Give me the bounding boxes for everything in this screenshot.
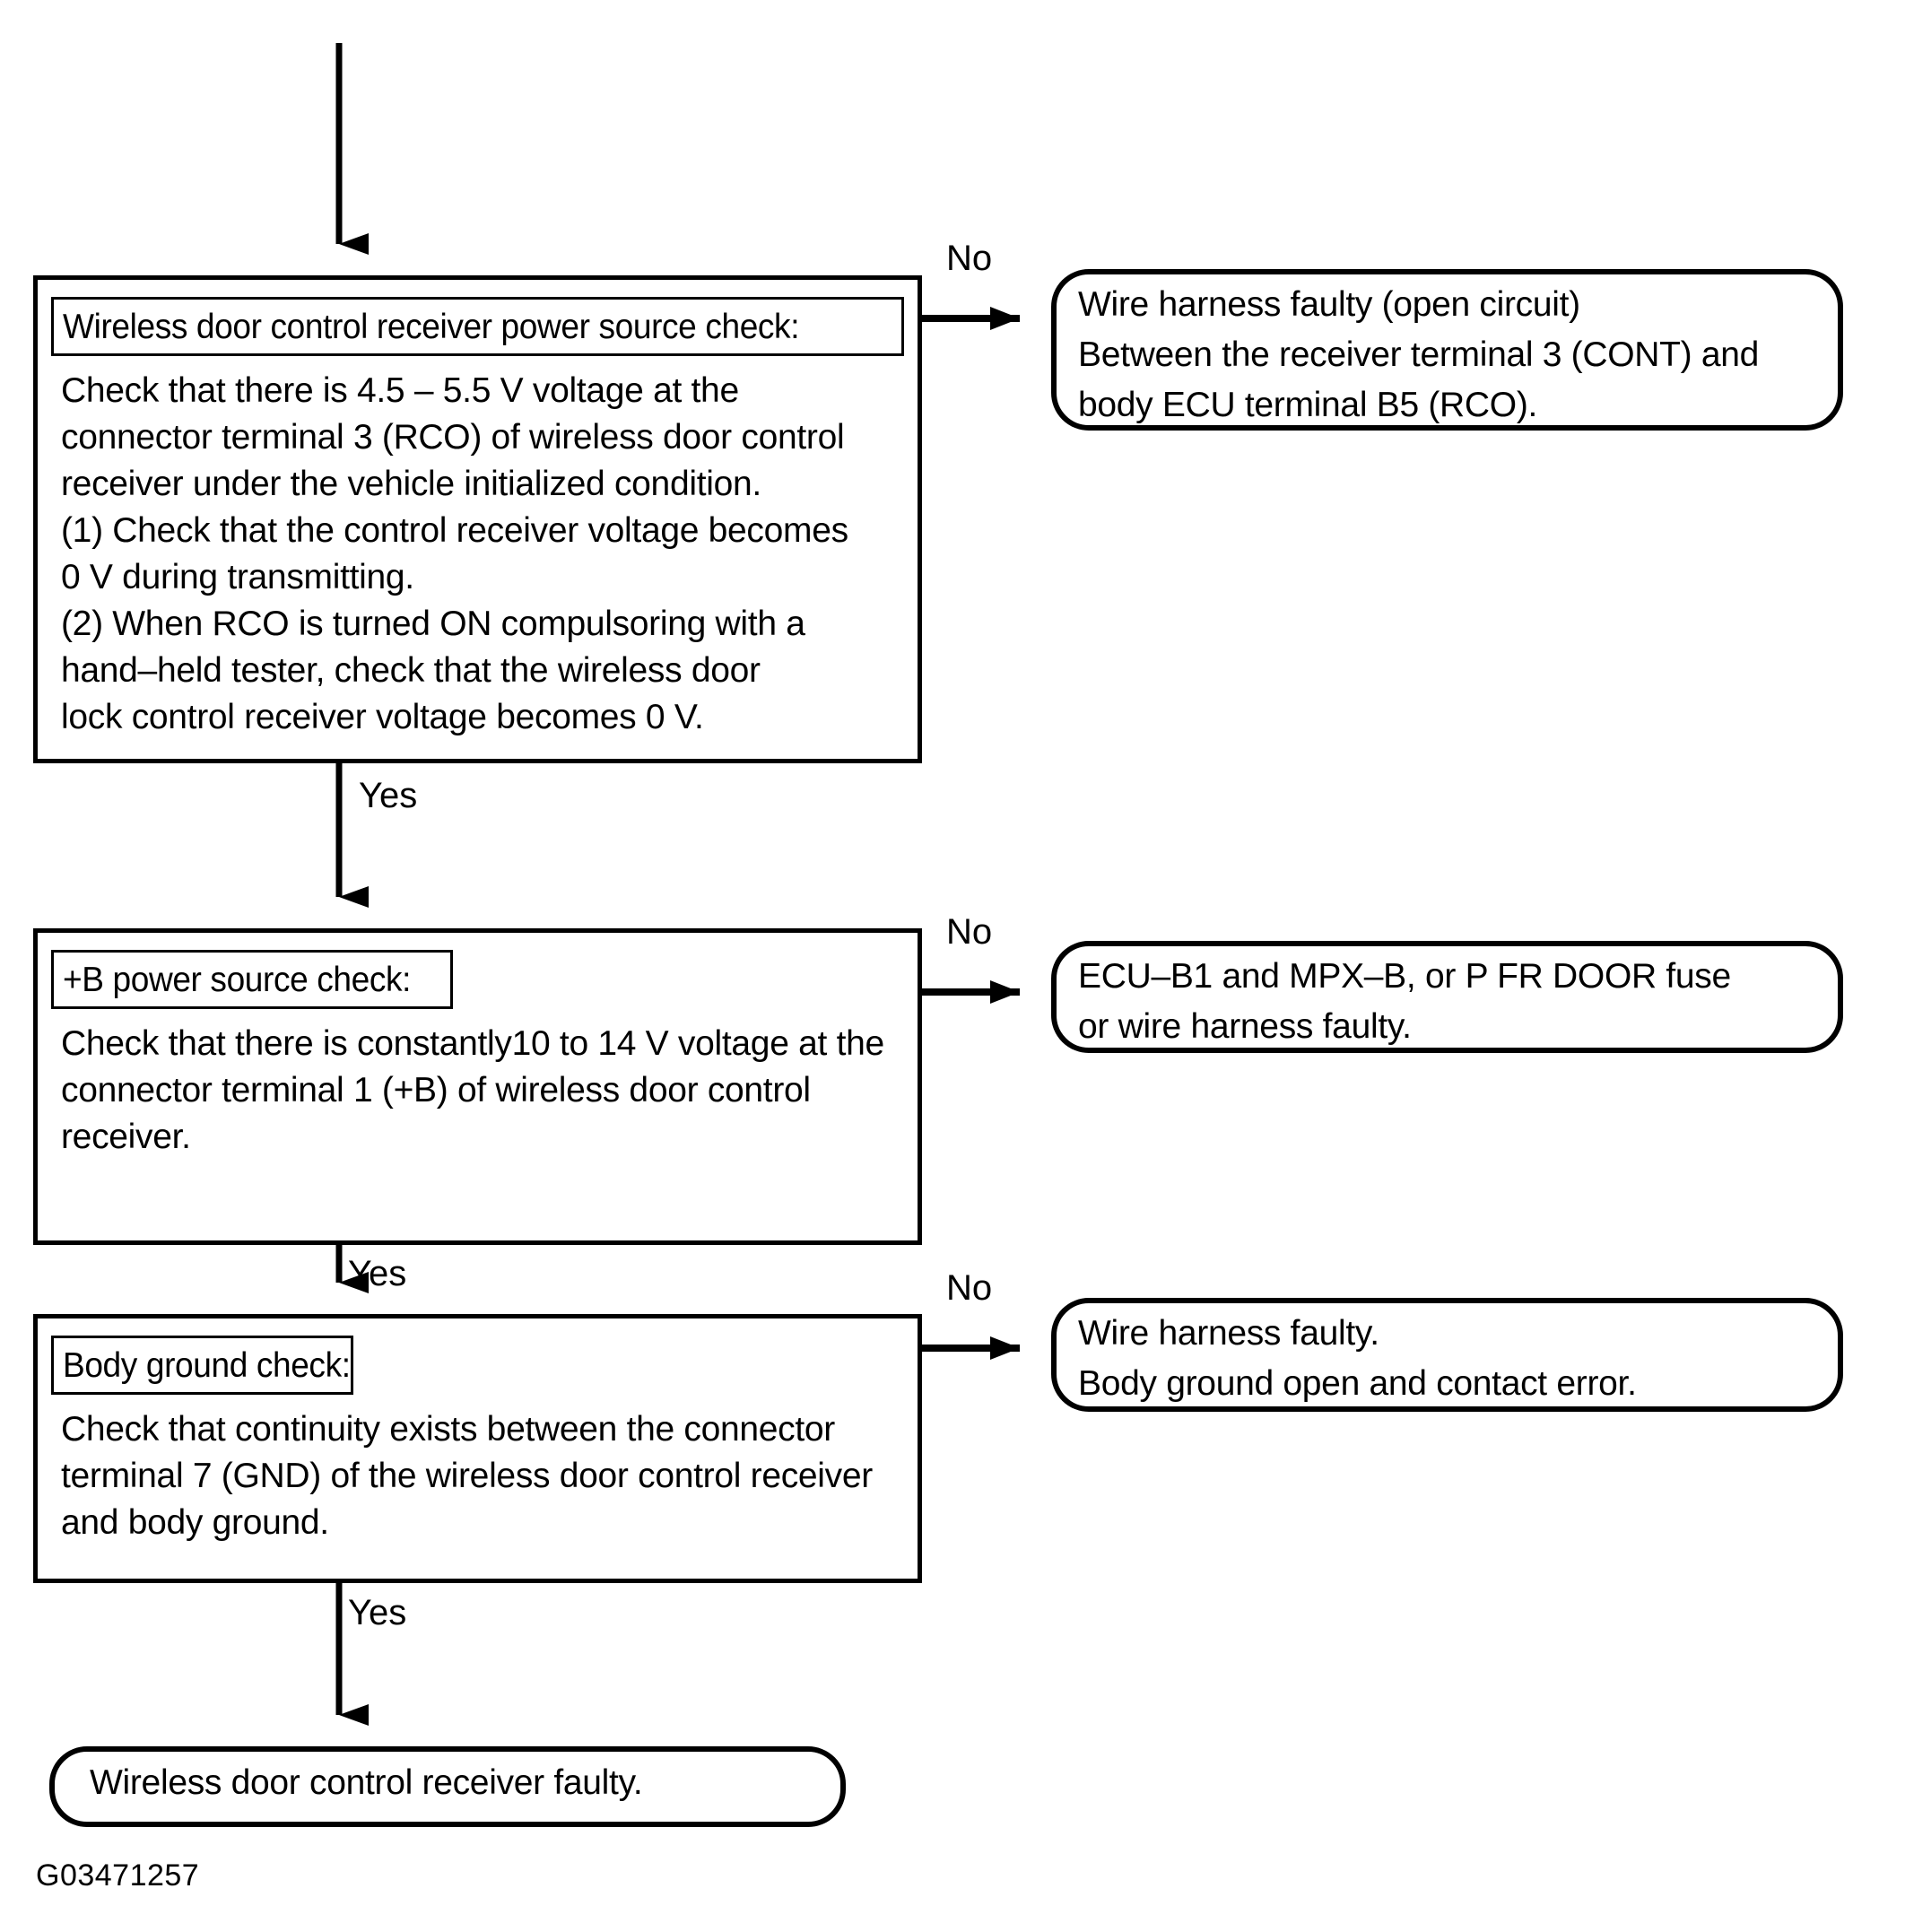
check-title-power-source: Wireless door control receiver power sou…	[51, 297, 904, 356]
figure-id-code: G03471257	[36, 1858, 200, 1893]
check-title-label-power-source: Wireless door control receiver power sou…	[63, 307, 800, 346]
result-text-step1-no: Wire harness faulty (open circuit) Betwe…	[1078, 285, 1760, 424]
branch-label-no-step1: No	[946, 239, 993, 278]
check-box-power-source[interactable]	[33, 275, 922, 763]
result-box-step3-no[interactable]	[1051, 1298, 1843, 1412]
branch-label-yes-step3: Yes	[348, 1593, 407, 1632]
result-box-step2-no[interactable]	[1051, 941, 1843, 1053]
result-text-step2-no: ECU–B1 and MPX–B, or P FR DOOR fuse or w…	[1078, 957, 1731, 1046]
branch-label-no-step2: No	[946, 912, 993, 952]
check-body-power-source: Check that there is 4.5 – 5.5 V voltage …	[61, 371, 848, 736]
result-box-final[interactable]	[49, 1746, 846, 1827]
branch-label-no-step3: No	[946, 1268, 993, 1308]
result-box-step1-no[interactable]	[1051, 269, 1843, 431]
branch-label-yes-step1: Yes	[359, 776, 418, 815]
check-title-label-b-power-source: +B power source check:	[63, 960, 412, 999]
result-text-step3-no: Wire harness faulty. Body ground open an…	[1078, 1314, 1637, 1403]
check-title-body-ground: Body ground check:	[51, 1336, 353, 1395]
check-title-b-power-source: +B power source check:	[51, 950, 453, 1009]
result-text-final: Wireless door control receiver faulty.	[90, 1763, 643, 1802]
check-body-b-power-source: Check that there is constantly10 to 14 V…	[61, 1024, 884, 1156]
branch-label-yes-step2: Yes	[348, 1254, 407, 1293]
check-title-label-body-ground: Body ground check:	[63, 1345, 351, 1385]
check-body-body-ground: Check that continuity exists between the…	[61, 1410, 873, 1542]
